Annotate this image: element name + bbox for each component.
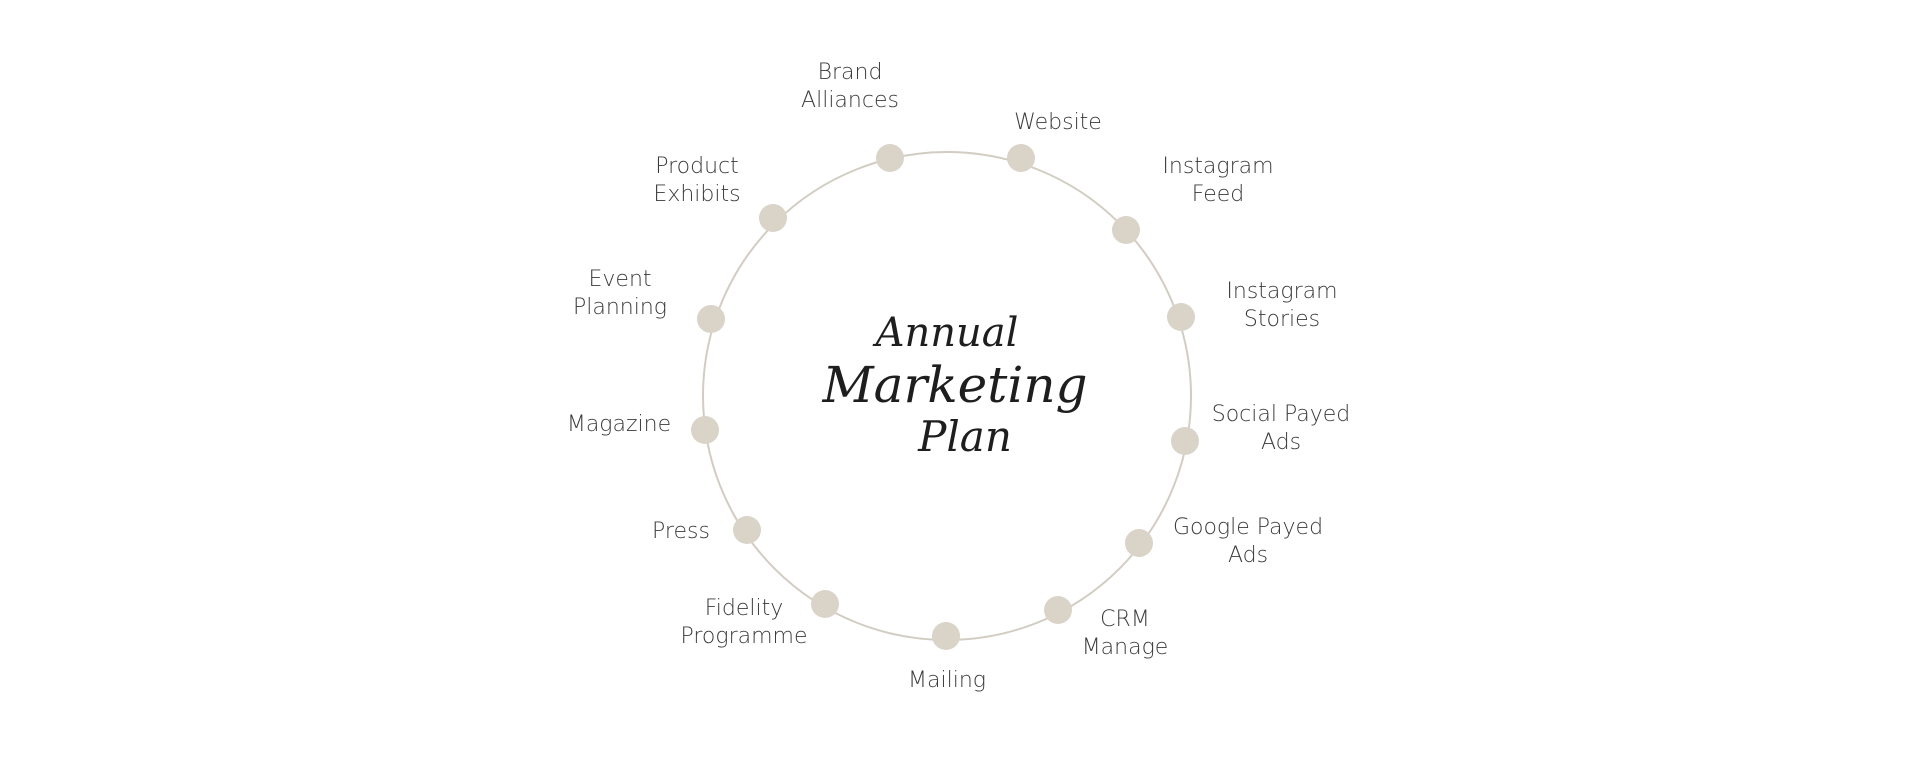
node-dot [876, 144, 904, 172]
node-dot [759, 204, 787, 232]
center-title-line-1: Annual [872, 310, 1019, 356]
node-dot [1112, 216, 1140, 244]
node-dot [932, 622, 960, 650]
node-dot [697, 305, 725, 333]
center-title: Annual Marketing Plan [821, 310, 1087, 461]
center-title-line-2: Marketing [821, 356, 1087, 414]
node-website: Website [1007, 110, 1102, 172]
node-label-line: Feed [1192, 182, 1245, 207]
node-dot [1007, 144, 1035, 172]
node-dot [1167, 303, 1195, 331]
node-mailing: Mailing [908, 622, 986, 693]
node-label-line: Alliances [801, 88, 899, 113]
node-label-line: Exhibits [653, 182, 740, 207]
node-dot [1171, 427, 1199, 455]
node-dot [691, 416, 719, 444]
node-label-line: Planning [573, 295, 667, 320]
node-dot [811, 590, 839, 618]
node-press: Press [652, 516, 761, 544]
node-label-line: Brand [818, 60, 883, 85]
node-label-line: Mailing [908, 668, 986, 693]
node-label-line: Instagram [1226, 279, 1337, 304]
node-label-line: Event [588, 267, 651, 292]
node-label-line: Manage [1082, 635, 1169, 660]
node-crm-manage: CRM Manage [1044, 596, 1168, 660]
node-label-line: Fidelity [705, 596, 784, 621]
node-dot [1044, 596, 1072, 624]
node-label-line: Product [655, 154, 739, 179]
node-label-line: Programme [680, 624, 807, 649]
node-label-line: Stories [1244, 307, 1320, 332]
node-label-line: Ads [1261, 430, 1301, 455]
node-label-line: Website [1014, 110, 1102, 135]
node-dot [733, 516, 761, 544]
center-title-line-3: Plan [917, 412, 1012, 461]
node-label-line: Ads [1228, 543, 1268, 568]
node-label-line: CRM [1100, 607, 1150, 632]
node-label-line: Social Payed [1212, 402, 1351, 427]
node-label-line: Press [652, 519, 710, 544]
node-magazine: Magazine [567, 412, 719, 444]
nodes-layer: BrandAlliancesWebsiteInstagramFeedInstag… [567, 60, 1350, 693]
node-label-line: Magazine [567, 412, 671, 437]
node-label-line: Google Payed [1173, 515, 1323, 540]
node-dot [1125, 529, 1153, 557]
node-label-line: Instagram [1162, 154, 1273, 179]
